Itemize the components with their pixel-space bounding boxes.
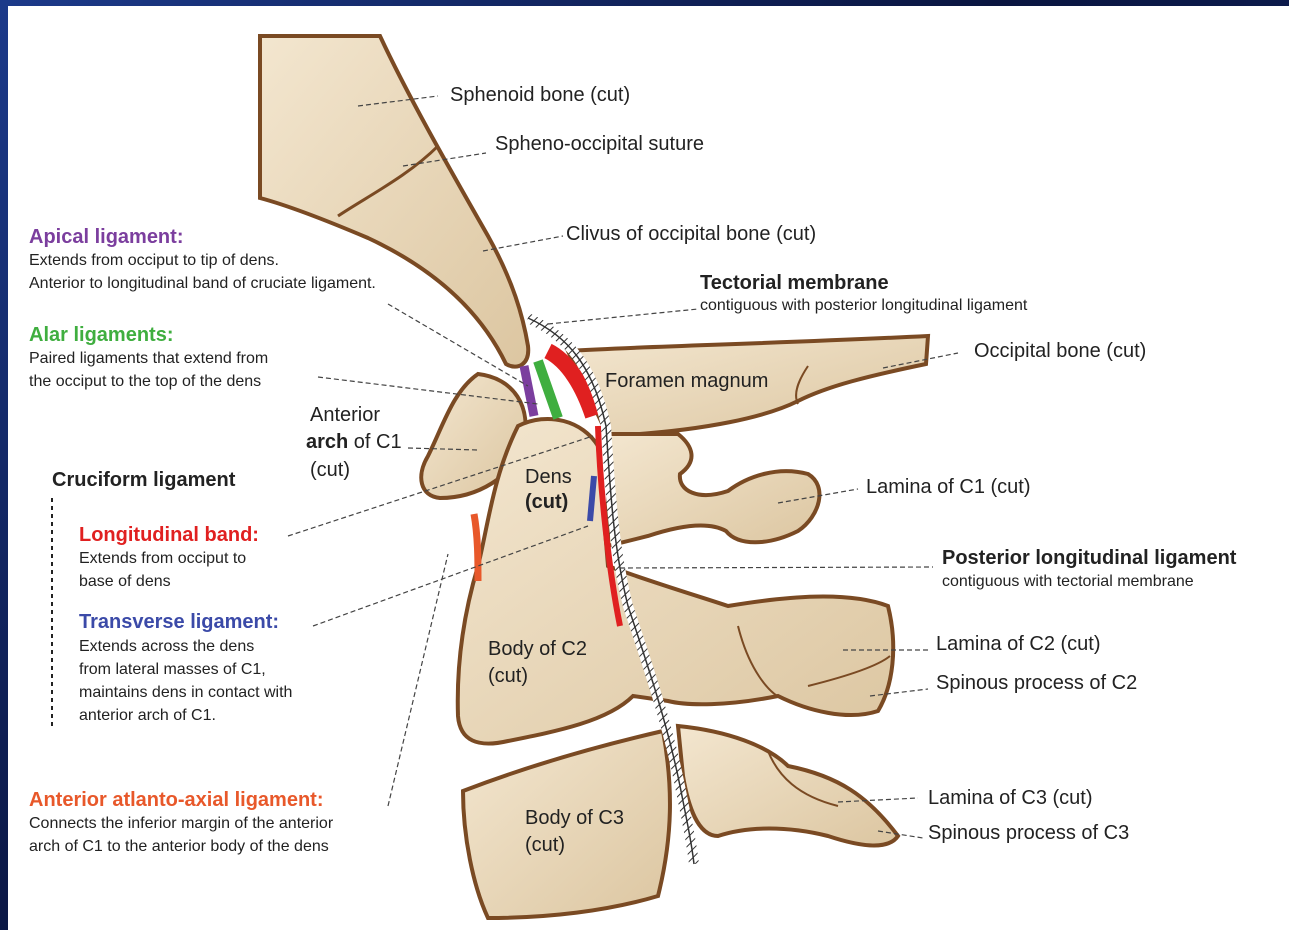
pll-subtitle: contiguous with tectorial membrane [942,573,1194,591]
anterior-atlanto-axial-description: Connects the inferior margin of the ante… [29,812,409,858]
sphenoid-bone-label: Sphenoid bone (cut) [450,84,630,107]
spheno-occipital-suture-label: Spheno-occipital suture [495,133,704,156]
clivus-label: Clivus of occipital bone (cut) [566,223,816,246]
apical-ligament-title: Apical ligament: [29,226,183,249]
alar-ligaments-description: Paired ligaments that extend from the oc… [29,347,329,393]
body-c2-label-line1: Body of C2 [488,638,587,661]
tectorial-membrane-title: Tectorial membrane [700,272,889,295]
apical-ligament-band [524,366,534,416]
transverse-ligament-title: Transverse ligament: [79,611,279,634]
cruciform-ligament-title: Cruciform ligament [52,469,235,492]
lamina-c2-label: Lamina of C2 (cut) [936,633,1101,656]
occipital-bone-label: Occipital bone (cut) [974,340,1146,363]
body-c3-label-line1: Body of C3 [525,807,624,830]
anterior-arch-c1-label-line2: arch of C1 [306,431,402,454]
spinous-c2-label: Spinous process of C2 [936,672,1137,695]
longitudinal-band-description: Extends from occiput to base of dens [79,547,299,593]
anterior-arch-c1-label-line3: (cut) [310,459,350,482]
transverse-ligament-band [590,476,594,521]
body-c3-label-line2: (cut) [525,834,565,857]
anterior-atlanto-axial-title: Anterior atlanto-axial ligament: [29,789,324,812]
alar-ligament-band [538,361,558,418]
c1-lateral-mass-shape [608,434,819,546]
foramen-magnum-label: Foramen magnum [605,370,768,393]
transverse-ligament-description: Extends across the dens from lateral mas… [79,635,359,727]
c3-posterior-shape [678,726,898,845]
apical-ligament-description: Extends from occiput to tip of dens. Ant… [29,249,469,295]
diagram-panel: Sphenoid bone (cut) Spheno-occipital sut… [8,6,1289,930]
longitudinal-band-title: Longitudinal band: [79,524,259,547]
tectorial-membrane-subtitle: contiguous with posterior longitudinal l… [700,297,1027,315]
body-c2-label-line2: (cut) [488,665,528,688]
dens-label-line2: (cut) [525,491,568,514]
dens-label-line1: Dens [525,466,572,489]
lamina-c1-label: Lamina of C1 (cut) [866,476,1031,499]
alar-ligaments-title: Alar ligaments: [29,324,173,347]
anterior-atlanto-axial-ligament-band [474,514,478,581]
pll-title: Posterior longitudinal ligament [942,547,1236,570]
lamina-c3-label: Lamina of C3 (cut) [928,787,1093,810]
anterior-arch-c1-label-line1: Anterior [310,404,380,427]
spinous-c3-label: Spinous process of C3 [928,822,1129,845]
